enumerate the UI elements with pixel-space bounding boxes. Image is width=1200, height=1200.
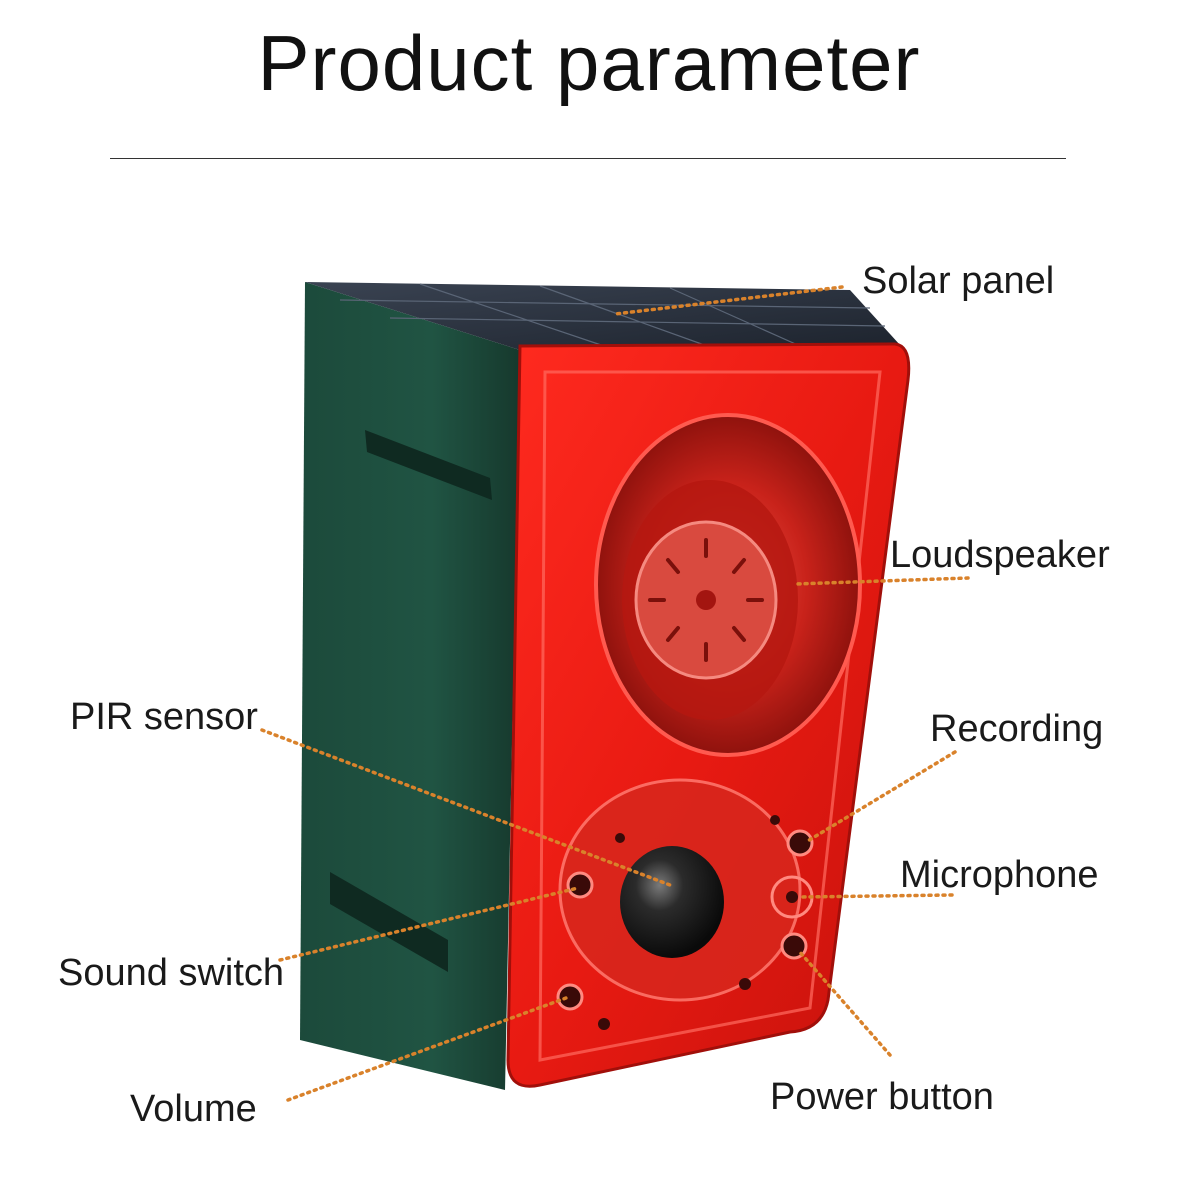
callout-loudspeaker: Loudspeaker: [890, 534, 1110, 576]
solar-panel-grid: [339, 283, 886, 349]
power-button: [780, 932, 808, 960]
callout-microphone: Microphone: [900, 854, 1099, 896]
recording-button: [786, 829, 814, 857]
volume-button: [556, 983, 584, 1011]
callout-pir-sensor: PIR sensor: [70, 696, 258, 738]
front-cover-bevel: [538, 370, 882, 1062]
side-slot-upper: [365, 430, 492, 500]
leader-volume: [286, 996, 568, 1102]
sound-switch-button: [566, 871, 594, 899]
pir-sensor-dome: [620, 846, 724, 958]
side-slot-lower: [330, 872, 448, 972]
title-divider: [110, 158, 1066, 159]
housing-side: [300, 282, 520, 1090]
leader-loudspeaker: [793, 576, 970, 586]
leader-sound-switch: [278, 886, 580, 962]
page-title: Product parameter: [257, 19, 921, 107]
leader-microphone: [798, 893, 954, 899]
leader-recording: [804, 750, 957, 844]
leader-pir: [260, 728, 672, 887]
callout-recording: Recording: [930, 708, 1104, 750]
callout-power-button: Power button: [770, 1076, 994, 1118]
leader-power: [796, 948, 892, 1057]
callout-sound-switch: Sound switch: [58, 952, 285, 994]
callout-solar-panel: Solar panel: [862, 260, 1055, 302]
leader-solar: [613, 285, 844, 316]
callout-volume: Volume: [130, 1088, 257, 1130]
loudspeaker-cap-ribs: [648, 538, 764, 662]
leader-lines: [260, 285, 970, 1102]
